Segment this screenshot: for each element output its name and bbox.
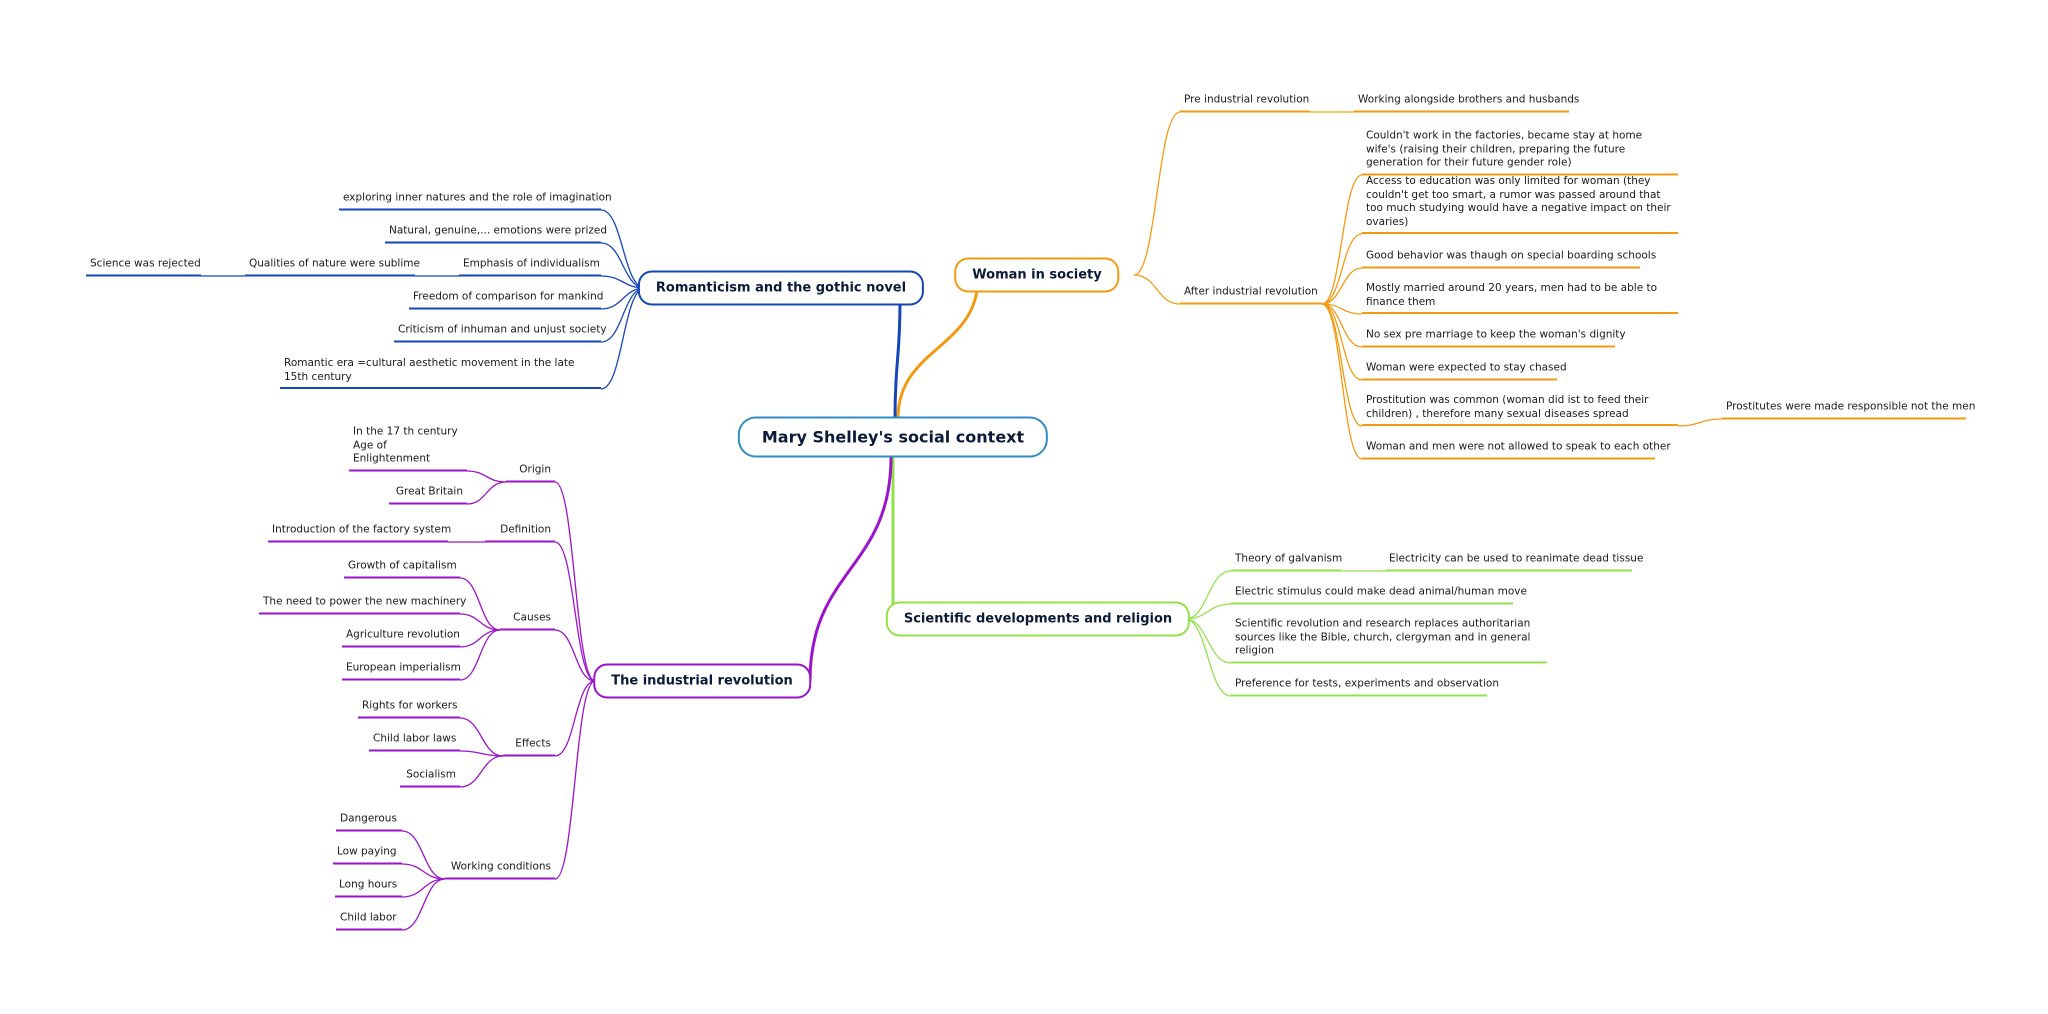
link-after-item bbox=[1321, 233, 1363, 305]
woman-after-item[interactable]: Access to education was only limited for… bbox=[1362, 175, 1678, 234]
link-effects-item bbox=[459, 750, 504, 757]
link-science-item bbox=[1184, 618, 1232, 697]
link-science-item bbox=[1184, 570, 1232, 620]
science-item[interactable]: Electric stimulus could make dead animal… bbox=[1231, 586, 1527, 604]
conditions-item[interactable]: Low paying bbox=[333, 846, 402, 864]
link-causes-item bbox=[459, 577, 501, 631]
science-item[interactable]: Scientific revolution and research repla… bbox=[1231, 618, 1547, 663]
link-science-item bbox=[1184, 603, 1232, 620]
link-after-item bbox=[1321, 303, 1363, 427]
causes-item[interactable]: European imperialism bbox=[342, 662, 461, 680]
romanticism-science-rejected[interactable]: Science was rejected bbox=[86, 258, 201, 276]
romanticism-item[interactable]: Freedom of comparison for mankind bbox=[409, 291, 603, 309]
effects-item[interactable]: Socialism bbox=[400, 769, 460, 787]
link-origin-item bbox=[466, 470, 507, 483]
link-origin-item bbox=[466, 481, 507, 505]
causes-item[interactable]: Growth of capitalism bbox=[344, 560, 460, 578]
industrial-effects[interactable]: Effects bbox=[503, 738, 555, 756]
link-causes-item bbox=[459, 629, 501, 648]
link-after-item bbox=[1321, 303, 1363, 460]
woman-after-item[interactable]: Prostitution was common (woman did ist t… bbox=[1362, 394, 1678, 426]
woman-after-item[interactable]: Mostly married around 20 years, men had … bbox=[1362, 282, 1678, 314]
link-woman-after bbox=[1133, 274, 1181, 305]
origin-item[interactable]: In the 17 th century Age of Enlightenmen… bbox=[349, 426, 467, 471]
conditions-item[interactable]: Dangerous bbox=[336, 813, 402, 831]
link-after-item bbox=[1321, 267, 1363, 305]
woman-pre-industrial-detail[interactable]: Working alongside brothers and husbands bbox=[1354, 94, 1579, 112]
topic-woman-in-society[interactable]: Woman in society bbox=[954, 257, 1120, 293]
topic-romanticism[interactable]: Romanticism and the gothic novel bbox=[637, 270, 925, 306]
link-central-industrial bbox=[808, 456, 893, 682]
origin-item[interactable]: Great Britain bbox=[389, 486, 467, 504]
woman-prostitution-detail[interactable]: Prostitutes were made responsible not th… bbox=[1722, 401, 1975, 419]
science-galvanism[interactable]: Theory of galvanism bbox=[1231, 553, 1342, 571]
definition-item[interactable]: Introduction of the factory system bbox=[268, 524, 451, 542]
romanticism-item[interactable]: Natural, genuine,... emotions were prize… bbox=[385, 225, 607, 243]
topic-science-and-religion[interactable]: Scientific developments and religion bbox=[885, 601, 1191, 637]
link-romanticism-item bbox=[600, 287, 646, 390]
link-industrial-category bbox=[554, 680, 596, 880]
link-effects-item bbox=[459, 755, 504, 788]
industrial-working-conditions[interactable]: Working conditions bbox=[445, 861, 555, 879]
effects-item[interactable]: Rights for workers bbox=[358, 700, 460, 718]
link-central-woman bbox=[896, 277, 980, 419]
link-conditions-item bbox=[401, 863, 446, 880]
romanticism-qualities-of-nature[interactable]: Qualities of nature were sublime bbox=[245, 258, 420, 276]
science-galvanism-detail[interactable]: Electricity can be used to reanimate dea… bbox=[1385, 553, 1643, 571]
link-central-romanticism bbox=[893, 300, 902, 420]
woman-after-item[interactable]: No sex pre marriage to keep the woman's … bbox=[1362, 329, 1626, 347]
link-causes-item bbox=[459, 613, 501, 631]
science-item[interactable]: Preference for tests, experiments and ob… bbox=[1231, 678, 1499, 696]
woman-after-item[interactable]: Good behavior was thaugh on special boar… bbox=[1362, 250, 1656, 268]
industrial-causes[interactable]: Causes bbox=[500, 612, 555, 630]
woman-after-item[interactable]: Woman were expected to stay chased bbox=[1362, 362, 1567, 380]
woman-after-industrial[interactable]: After industrial revolution bbox=[1180, 286, 1322, 304]
romanticism-item[interactable]: Criticism of inhuman and unjust society bbox=[394, 324, 607, 342]
link-industrial-category bbox=[554, 629, 596, 682]
topic-industrial-revolution[interactable]: The industrial revolution bbox=[593, 663, 811, 699]
link-after-item bbox=[1321, 303, 1363, 381]
woman-after-item[interactable]: Woman and men were not allowed to speak … bbox=[1362, 441, 1671, 459]
link-conditions-item bbox=[401, 878, 446, 931]
link-prostitution-detail bbox=[1677, 418, 1723, 427]
woman-pre-industrial[interactable]: Pre industrial revolution bbox=[1180, 94, 1310, 112]
industrial-definition[interactable]: Definition bbox=[485, 524, 555, 542]
link-effects-item bbox=[459, 717, 504, 757]
link-conditions-item bbox=[401, 830, 446, 880]
romanticism-item[interactable]: Romantic era =cultural aesthetic movemen… bbox=[280, 357, 601, 389]
romanticism-individualism[interactable]: Emphasis of individualism bbox=[459, 258, 601, 276]
causes-item[interactable]: The need to power the new machinery bbox=[259, 596, 466, 614]
link-conditions-item bbox=[401, 878, 446, 898]
industrial-origin[interactable]: Origin bbox=[506, 464, 555, 482]
link-woman-pre bbox=[1133, 111, 1181, 276]
link-after-item bbox=[1321, 303, 1363, 348]
romanticism-item[interactable]: exploring inner natures and the role of … bbox=[339, 192, 612, 210]
link-science-item bbox=[1184, 618, 1232, 664]
effects-item[interactable]: Child labor laws bbox=[369, 733, 460, 751]
causes-item[interactable]: Agriculture revolution bbox=[342, 629, 460, 647]
link-industrial-category bbox=[554, 481, 596, 682]
link-industrial-category bbox=[554, 680, 596, 757]
link-industrial-category bbox=[554, 541, 596, 682]
conditions-item[interactable]: Child labor bbox=[336, 912, 402, 930]
link-causes-item bbox=[459, 629, 501, 681]
central-topic[interactable]: Mary Shelley's social context bbox=[737, 416, 1049, 458]
woman-after-item[interactable]: Couldn't work in the factories, became s… bbox=[1362, 130, 1678, 175]
conditions-item[interactable]: Long hours bbox=[335, 879, 402, 897]
link-after-item bbox=[1321, 174, 1363, 305]
